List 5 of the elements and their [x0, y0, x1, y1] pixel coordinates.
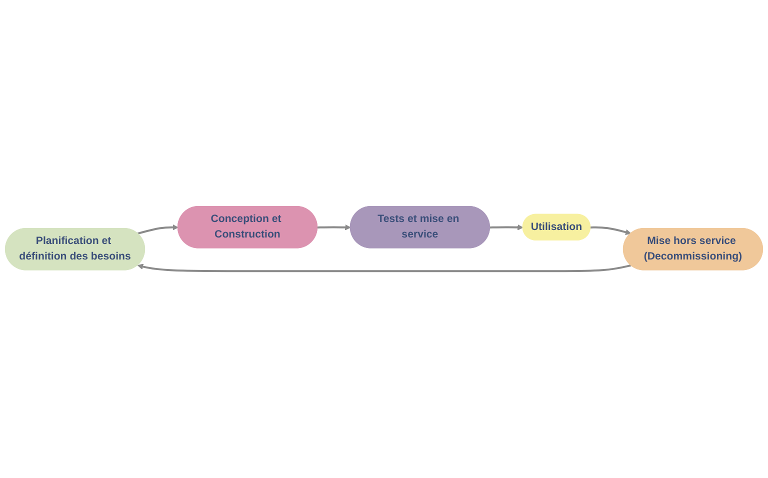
- arrow: [137, 224, 178, 235]
- arrow: [590, 226, 632, 236]
- arrow: [137, 264, 632, 272]
- arrow: [317, 224, 351, 231]
- arrow: [490, 224, 524, 231]
